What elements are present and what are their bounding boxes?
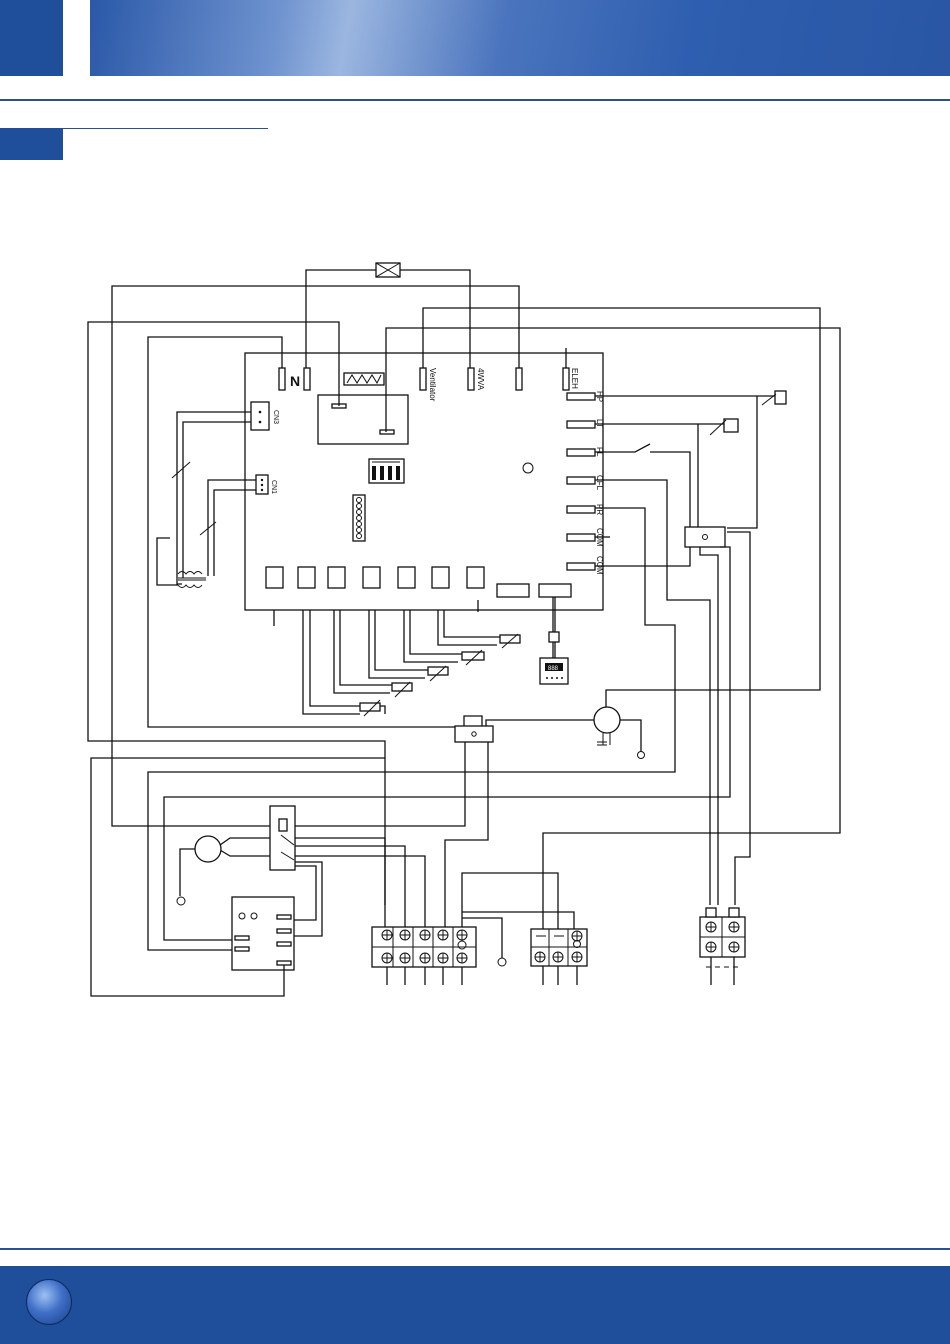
relay-right xyxy=(685,527,725,547)
fan-motor xyxy=(594,707,620,733)
label-pr: PR xyxy=(595,504,604,515)
controller-display: 888 xyxy=(548,666,559,672)
sensor-5 xyxy=(500,635,520,643)
compressor-motor xyxy=(195,836,221,862)
sensor-socket-6 xyxy=(432,567,449,588)
relay-block xyxy=(318,395,408,444)
low-temp-sensor xyxy=(724,419,738,432)
terminal-l xyxy=(279,368,285,390)
terminal-n xyxy=(304,368,310,390)
terminal-com-2 xyxy=(567,563,595,570)
relay-middle xyxy=(455,726,493,742)
sensor-socket-3 xyxy=(328,567,345,588)
sensor-socket-7 xyxy=(467,567,484,588)
compressor-ground-icon xyxy=(177,897,185,905)
sensor-socket-1 xyxy=(266,567,283,588)
terminal-ventilator xyxy=(420,368,426,390)
terminal-cfl xyxy=(567,477,595,484)
contactor-coil xyxy=(279,819,287,831)
terminal-hp xyxy=(567,393,595,400)
relay-pin-4 xyxy=(277,961,291,965)
label-eleh: ELEH xyxy=(570,368,579,389)
sensor-socket-4 xyxy=(363,567,380,588)
terminal-com-1 xyxy=(567,534,595,541)
high-pressure-switch xyxy=(775,391,786,404)
sensor-socket-5 xyxy=(398,567,415,588)
terminal-comp xyxy=(516,368,522,390)
led-column xyxy=(353,495,365,541)
terminal-lt xyxy=(567,421,595,428)
terminal-eleh xyxy=(563,368,569,390)
display-plug xyxy=(549,632,559,642)
display-socket-2 xyxy=(539,584,571,597)
relay-pin-3 xyxy=(277,942,291,946)
label-4wva: 4WVA xyxy=(476,368,485,391)
relay-contact-b xyxy=(380,430,394,434)
label-cfl: CFL xyxy=(595,475,604,491)
fan-ground-icon xyxy=(638,752,645,759)
display-socket xyxy=(497,584,529,597)
label-n: N xyxy=(290,373,300,389)
label-cn3: CN3 xyxy=(272,410,279,424)
label-ventilator: Ventilator xyxy=(428,368,437,402)
terminal-pr xyxy=(567,506,595,513)
sensor-socket-2 xyxy=(298,567,315,588)
contactor xyxy=(270,806,295,870)
label-cn1: CN1 xyxy=(270,480,277,494)
connector-cn3 xyxy=(251,402,269,430)
terminal-fl xyxy=(567,449,595,456)
transformer-primary xyxy=(178,572,202,575)
relay-pin-1 xyxy=(277,915,291,919)
terminal-ground-icon xyxy=(498,958,506,966)
terminal-4wva xyxy=(468,368,474,390)
relay-pin-2 xyxy=(277,929,291,933)
